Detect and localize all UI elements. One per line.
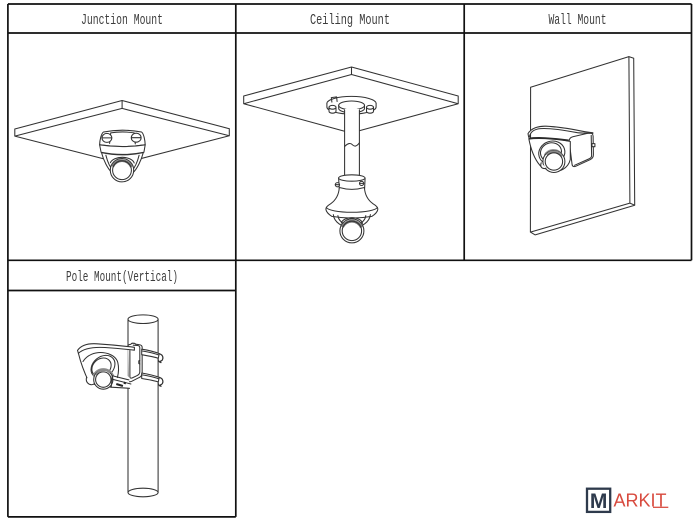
svg-text:Pole Mount(Vertical): Pole Mount(Vertical) — [66, 269, 178, 286]
svg-text:Ceiling Mount: Ceiling Mount — [310, 12, 390, 29]
svg-text:Junction Mount: Junction Mount — [81, 12, 163, 29]
svg-text:ARKIT: ARKIT — [614, 490, 667, 510]
svg-text:M: M — [590, 490, 608, 513]
svg-text:Wall Mount: Wall Mount — [549, 12, 607, 29]
